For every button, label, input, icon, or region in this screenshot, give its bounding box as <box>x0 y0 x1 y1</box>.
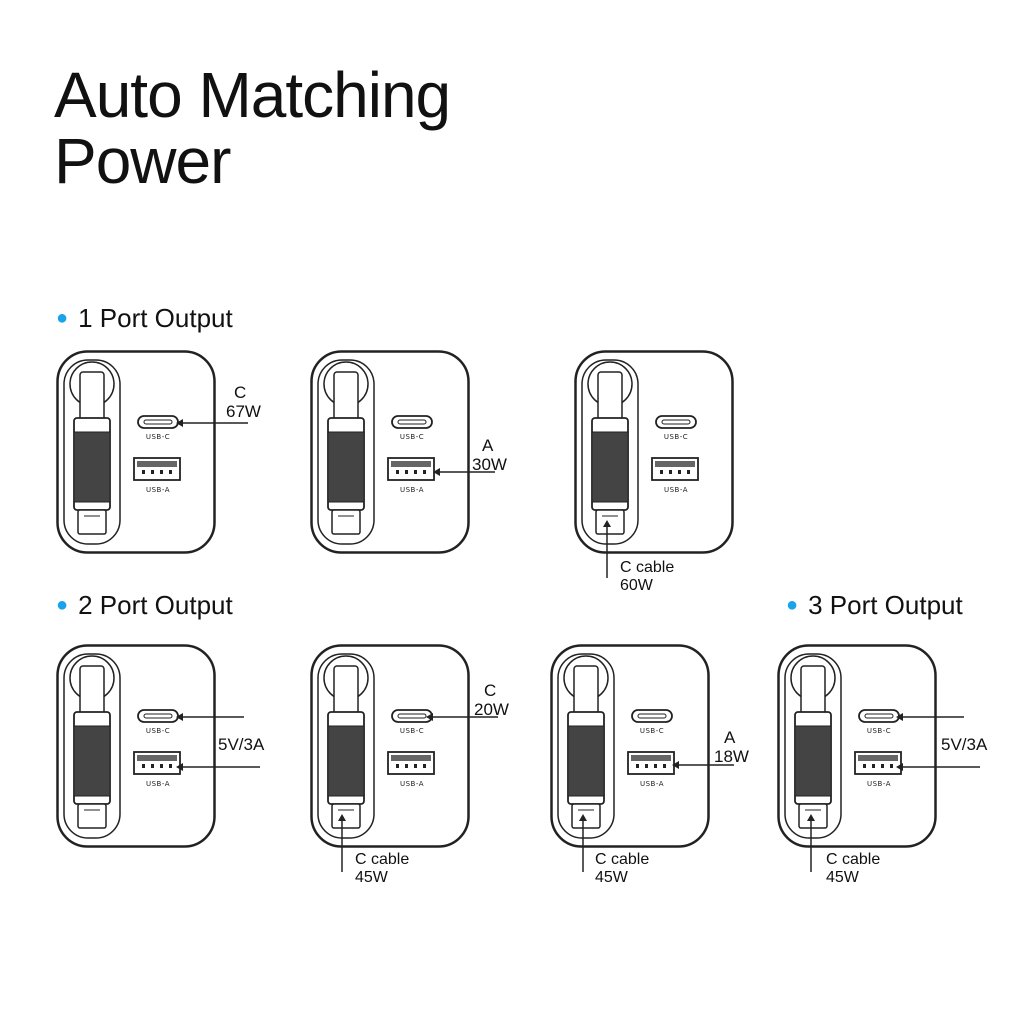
charger-unit-7: USB-C USB-A <box>777 644 937 848</box>
config-1-power-label: 67W <box>226 402 261 421</box>
config-2-power-label: 30W <box>472 455 507 474</box>
section-one-port: ● 1 Port Output <box>56 303 233 333</box>
charger-icon: USB-C USB-A <box>56 350 216 554</box>
title-line-1: Auto Matching <box>54 59 451 131</box>
title-line-2: Power <box>54 125 231 197</box>
svg-text:USB-A: USB-A <box>146 486 170 494</box>
svg-text:USB-C: USB-C <box>867 727 891 735</box>
section-three-port-label: 3 Port Output <box>808 590 963 620</box>
svg-text:USB-A: USB-A <box>146 780 170 788</box>
svg-text:USB-A: USB-A <box>400 780 424 788</box>
config-6-cable-power-label: 45W <box>595 869 628 886</box>
svg-text:USB-A: USB-A <box>400 486 424 494</box>
config-4-power-label: 5V/3A <box>218 735 265 754</box>
arrow-icon <box>579 814 587 872</box>
charger-unit-4: USB-C USB-A <box>56 644 216 848</box>
arrow-icon <box>426 713 498 721</box>
charger-icon: USB-C USB-A <box>574 350 734 554</box>
config-7-power-label: 5V/3A <box>941 735 988 754</box>
svg-text:USB-A: USB-A <box>640 780 664 788</box>
charger-unit-5: USB-C USB-A <box>310 644 470 848</box>
arrow-icon <box>672 761 734 769</box>
charger-icon: USB-C USB-A <box>310 350 470 554</box>
arrow-pair-icon <box>896 713 980 771</box>
svg-text:USB-C: USB-C <box>146 727 170 735</box>
bullet-icon: ● <box>56 594 69 616</box>
config-5-cable-power-label: 45W <box>355 869 388 886</box>
svg-text:USB-A: USB-A <box>664 486 688 494</box>
section-two-port: ● 2 Port Output <box>56 590 233 620</box>
arrow-icon <box>433 468 495 476</box>
svg-text:USB-C: USB-C <box>146 433 170 441</box>
config-6-power-label: 18W <box>714 747 749 766</box>
page-title: Auto Matching Power <box>54 59 451 197</box>
svg-text:USB-C: USB-C <box>640 727 664 735</box>
charger-icon: USB-C USB-A <box>550 644 710 848</box>
config-7-cable-label: C cable <box>826 851 881 868</box>
arrow-pair-icon <box>176 713 260 771</box>
charger-unit-6: USB-C USB-A <box>550 644 710 848</box>
config-6-cable-label: C cable <box>595 851 650 868</box>
arrow-icon <box>807 814 815 872</box>
svg-text:USB-C: USB-C <box>400 433 424 441</box>
section-two-port-label: 2 Port Output <box>78 590 233 620</box>
charger-unit-2: USB-C USB-A <box>310 350 470 554</box>
config-7-cable-power-label: 45W <box>826 869 859 886</box>
bullet-icon: ● <box>56 307 69 329</box>
arrow-icon <box>338 814 346 872</box>
section-one-port-label: 1 Port Output <box>78 303 233 333</box>
charger-unit-3: USB-C USB-A <box>574 350 734 554</box>
arrow-icon <box>176 419 248 427</box>
config-1-port-label: C <box>234 383 247 402</box>
svg-text:USB-A: USB-A <box>867 780 891 788</box>
charger-icon: USB-C USB-A <box>310 644 470 848</box>
section-three-port: ● 3 Port Output <box>786 590 963 620</box>
config-3-cable-label: C cable <box>620 559 675 576</box>
charger-unit-1: USB-C USB-A <box>56 350 216 554</box>
config-5-power-label: 20W <box>474 700 509 719</box>
config-5-port-label: C <box>484 681 497 700</box>
arrow-icon <box>603 520 611 578</box>
config-6-port-label: A <box>724 728 736 747</box>
config-2-port-label: A <box>482 436 494 455</box>
svg-text:USB-C: USB-C <box>400 727 424 735</box>
charger-icon: USB-C USB-A <box>56 644 216 848</box>
charger-icon: USB-C USB-A <box>777 644 937 848</box>
config-5-cable-label: C cable <box>355 851 410 868</box>
svg-text:USB-C: USB-C <box>664 433 688 441</box>
config-3-power-label: 60W <box>620 577 653 594</box>
bullet-icon: ● <box>786 594 799 616</box>
